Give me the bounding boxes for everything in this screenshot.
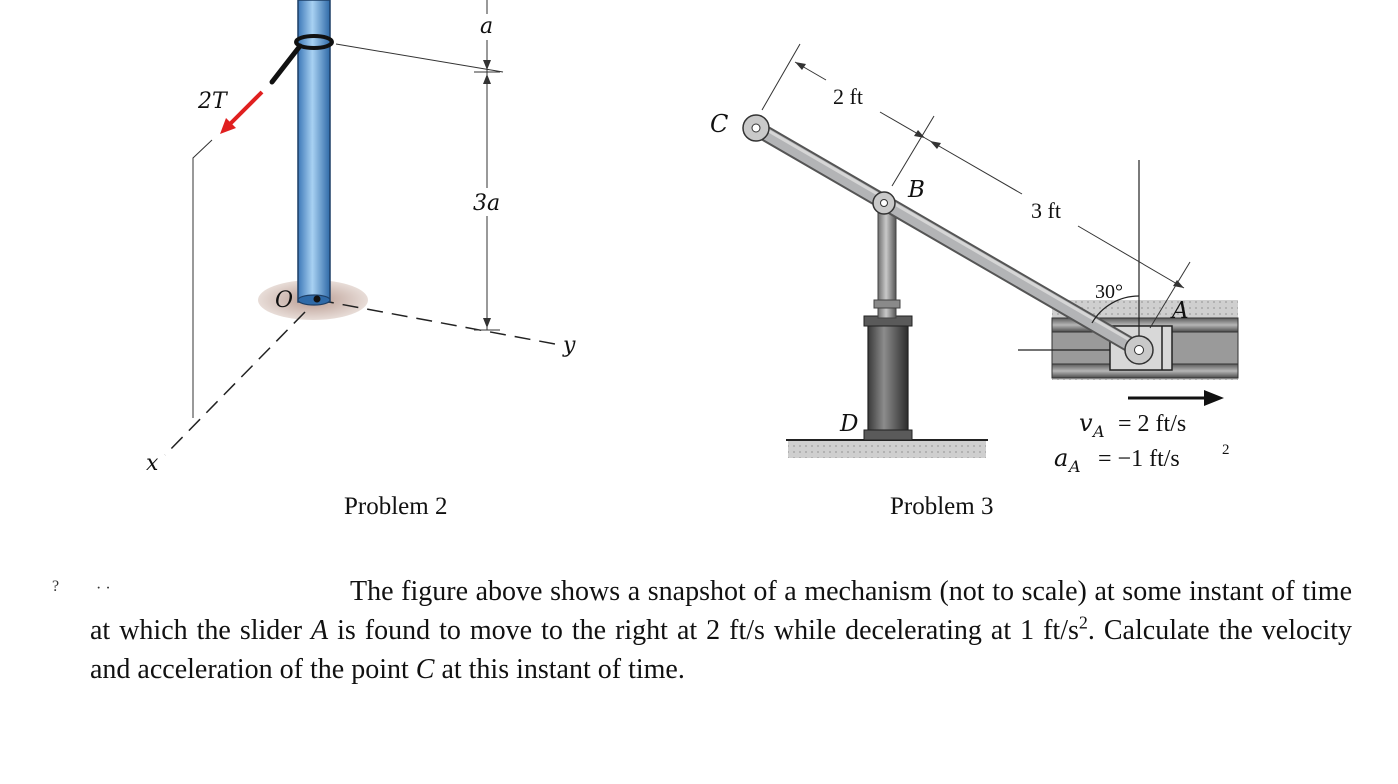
- label-y: y: [562, 333, 576, 358]
- problem3-figure: C B A D 2 ft 3 ft 30° v A = 2 ft/s a A =…: [710, 43, 1239, 520]
- y-axis-line: [317, 299, 556, 345]
- velocity-arrow: [1128, 390, 1224, 406]
- statement-part2: is found to move to the right at 2 ft/s …: [328, 615, 1079, 646]
- statement-part4: at this instant of time.: [434, 654, 685, 685]
- statement-part1: The figure above shows a snapshot of a m…: [90, 576, 1352, 646]
- dim-arrow-3a-top: [483, 74, 491, 84]
- ext-line-B: [891, 115, 935, 187]
- aA-value: = −1 ft/s: [1098, 446, 1180, 472]
- label-3a: 3a: [473, 191, 500, 216]
- label-C: C: [710, 110, 728, 138]
- dimension-ref-line: [335, 43, 504, 73]
- label-B: B: [907, 177, 925, 203]
- statement-point-C: C: [415, 654, 435, 685]
- label-A: A: [1170, 298, 1189, 324]
- ext-line-A: [1149, 261, 1191, 329]
- dim-line-3ft-b: [1077, 225, 1185, 289]
- caption-problem3: Problem 3: [890, 493, 993, 520]
- vA-subscript: A: [1091, 422, 1105, 441]
- acceleration-label: a A = −1 ft/s 2: [1054, 442, 1230, 476]
- dim-arrow-3a-bottom: [483, 318, 491, 328]
- dim-3ft: 3 ft: [1031, 198, 1061, 223]
- label-D: D: [839, 411, 858, 437]
- dim-line-3ft-a: [924, 137, 1023, 195]
- velocity-label: v A = 2 ft/s: [1079, 409, 1186, 441]
- dim-arrow-a-bottom: [483, 60, 491, 70]
- caption-problem2: Problem 2: [344, 493, 447, 520]
- vertical-rod: [297, 0, 331, 303]
- statement-slider-A: A: [311, 615, 329, 646]
- collar: [294, 34, 334, 50]
- question-dots: · ·: [96, 580, 111, 597]
- label-a: a: [480, 14, 493, 39]
- vA-value: = 2 ft/s: [1118, 411, 1186, 437]
- aA-exponent: 2: [1222, 442, 1230, 458]
- problem2-figure: a 3a 2T O x y Problem 2: [146, 0, 576, 520]
- dim-2ft: 2 ft: [833, 84, 863, 109]
- aA-symbol: a: [1054, 444, 1068, 472]
- vA-symbol: v: [1079, 409, 1093, 437]
- angle-arc: [1091, 295, 1140, 324]
- angle-30: 30°: [1095, 281, 1123, 303]
- projection-line: [192, 139, 213, 418]
- label-O: O: [275, 288, 293, 313]
- label-2T: 2T: [197, 89, 229, 114]
- cable: [269, 43, 303, 85]
- ground-D: [788, 440, 986, 458]
- question-marker: ?: [52, 578, 60, 595]
- force-arrow-2T: [220, 90, 264, 134]
- aA-subscript: A: [1067, 457, 1081, 476]
- point-O-dot: [313, 295, 321, 303]
- problem-statement: The figure above shows a snapshot of a m…: [90, 572, 1352, 689]
- statement-part3: . Calculate the velocity and acceleratio…: [90, 615, 1352, 685]
- label-x: x: [146, 451, 159, 476]
- x-axis-line: [164, 311, 306, 456]
- statement-exponent: 2: [1078, 612, 1088, 633]
- ext-line-C: [761, 43, 801, 111]
- cylinder-D: [867, 317, 909, 441]
